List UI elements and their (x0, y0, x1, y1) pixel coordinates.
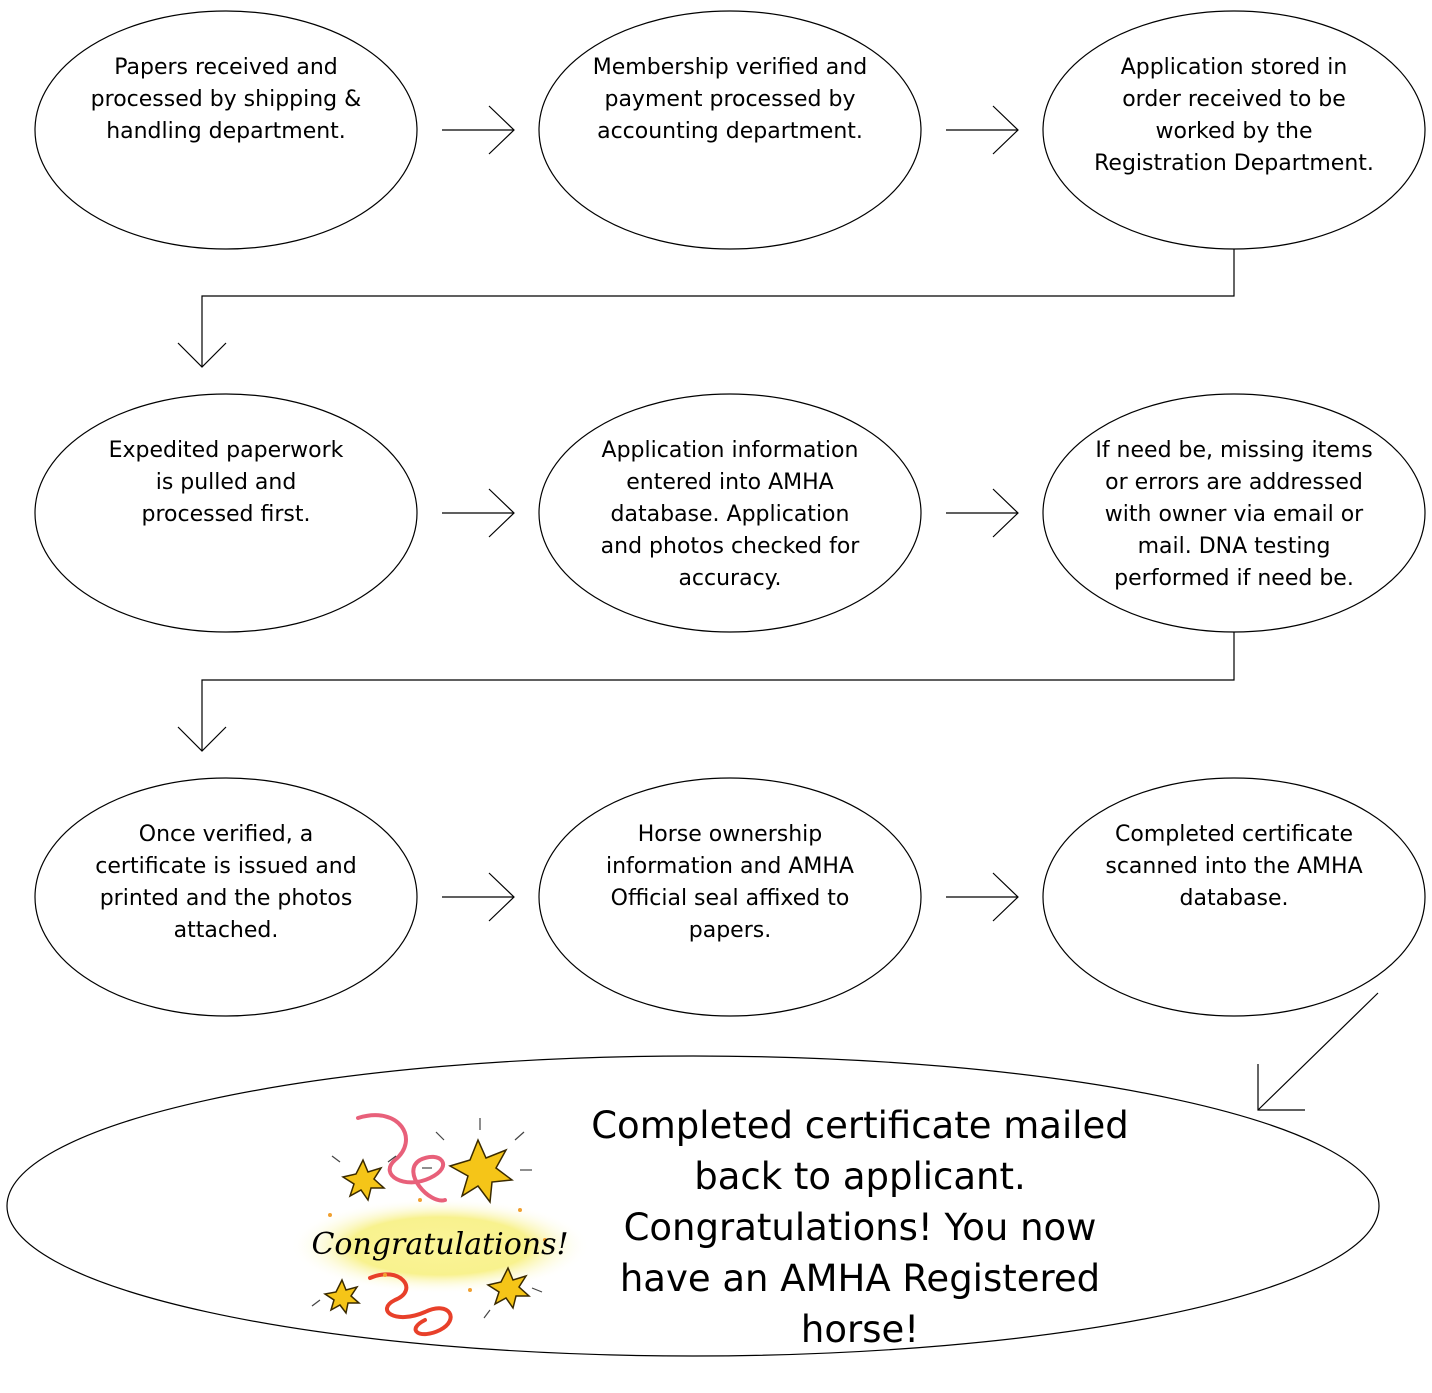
arrow-9-final (1257, 992, 1379, 1111)
step-text-3: Application stored in order received to … (1094, 55, 1374, 176)
step-node-7 (34, 777, 418, 1017)
star-icon (323, 1278, 361, 1315)
step-text-7: Once verified, a certificate is issued a… (95, 822, 357, 943)
step-text-9: Completed certificate scanned into the A… (1105, 822, 1363, 911)
arrow-8-9 (946, 872, 1019, 922)
ribbon-red (368, 1272, 453, 1337)
step-text-2: Membership verified and payment processe… (592, 55, 868, 144)
connector-6-7 (177, 632, 1235, 752)
connector-3-4 (177, 249, 1235, 368)
final-node (6, 1055, 1380, 1357)
arrow-4-5 (442, 488, 515, 538)
step-node-4 (34, 393, 418, 633)
step-text-4: Expedited paperwork is pulled and proces… (108, 438, 344, 527)
step-text-5: Application information entered into AMH… (600, 438, 860, 591)
step-text-8: Horse ownership information and AMHA Off… (606, 822, 854, 943)
congratulations-clipart: Congratulations! (290, 1113, 590, 1337)
step-node-1 (34, 10, 418, 250)
step-node-2 (538, 10, 922, 250)
step-text-6: If need be, missing items or errors are … (1095, 438, 1373, 591)
step-text-1: Papers received and processed by shippin… (90, 55, 362, 144)
star-icon (341, 1158, 386, 1202)
arrow-7-8 (442, 872, 515, 922)
arrow-1-2 (442, 105, 515, 155)
star-icon (486, 1266, 531, 1310)
final-text: Completed certificate mailed back to app… (591, 1104, 1129, 1351)
arrow-5-6 (946, 488, 1019, 538)
congratulations-script: Congratulations! (311, 1227, 568, 1262)
arrow-2-3 (946, 105, 1019, 155)
star-icon (448, 1138, 514, 1204)
step-node-9 (1042, 777, 1426, 1017)
step-node-5 (538, 393, 922, 633)
step-node-8 (538, 777, 922, 1017)
ribbon-pink (356, 1113, 447, 1203)
